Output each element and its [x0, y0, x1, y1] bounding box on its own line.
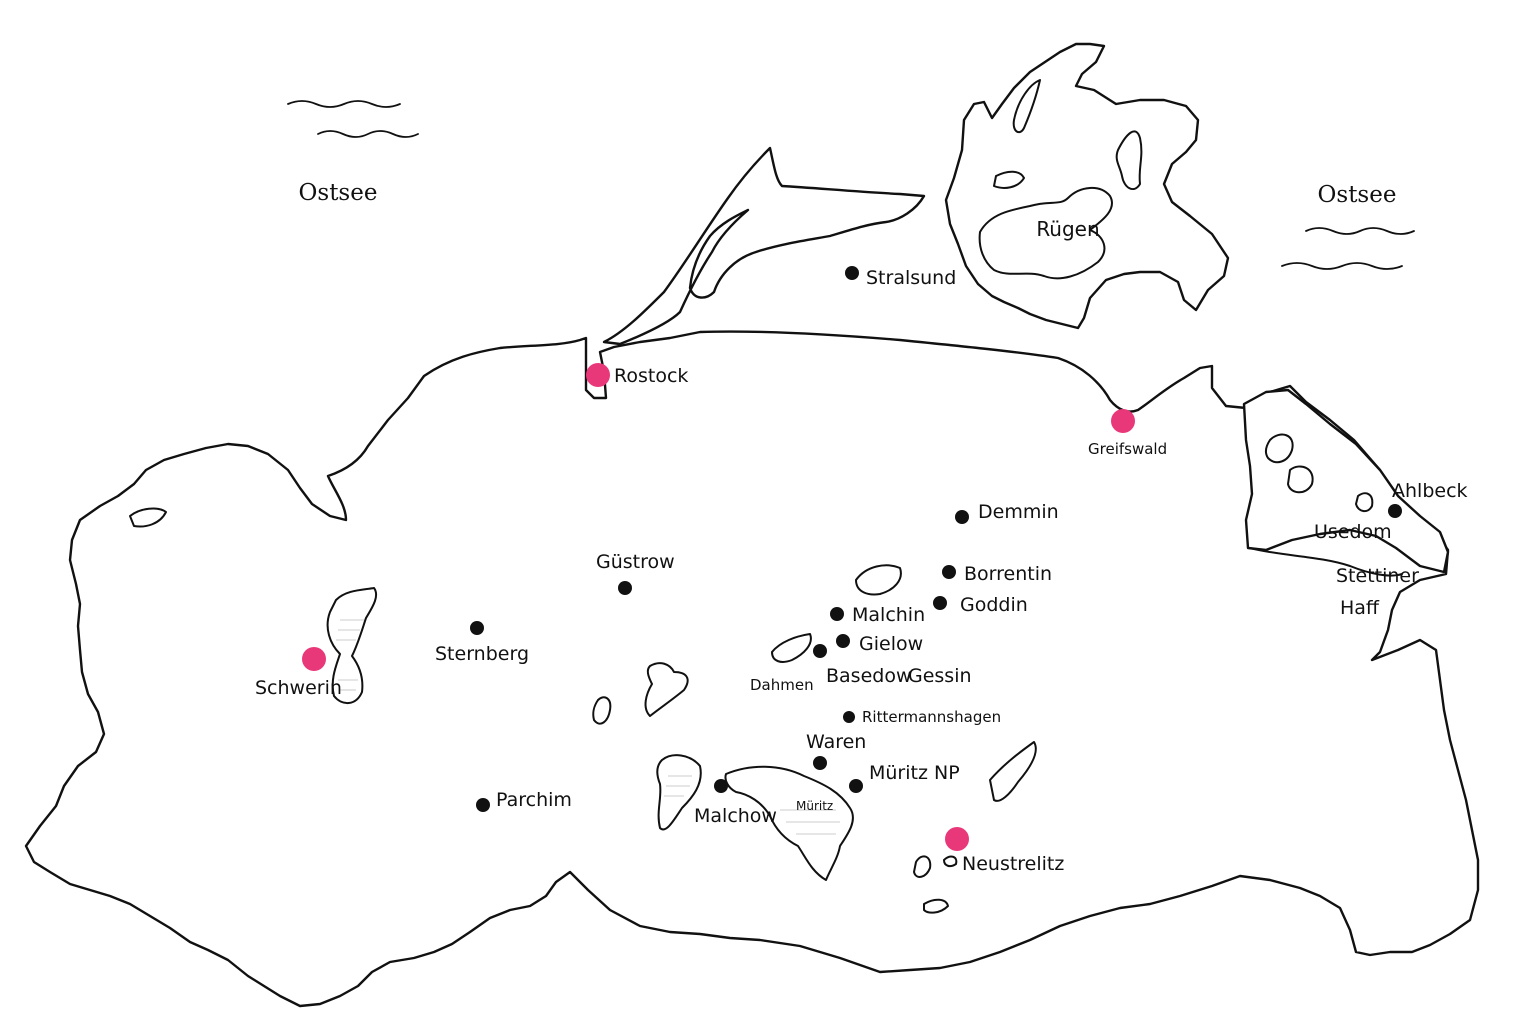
- town-basedow[interactable]: Basedow: [813, 644, 912, 687]
- town-goddin[interactable]: Goddin: [933, 594, 1028, 616]
- usedom-lake-outline: [1287, 465, 1314, 494]
- inner-lake: [989, 741, 1037, 802]
- sea-label-ostsee-east: Ostsee: [1318, 182, 1397, 208]
- town-label: Stralsund: [866, 267, 956, 289]
- town-demmin[interactable]: Demmin: [955, 501, 1059, 524]
- town-gessin[interactable]: Gessin: [908, 665, 972, 687]
- inner-lake: [943, 855, 958, 868]
- town-guestrow[interactable]: Güstrow: [596, 551, 675, 595]
- wave-mark: [1281, 262, 1403, 270]
- major-city-schwerin[interactable]: Schwerin: [255, 647, 342, 699]
- town-sternberg[interactable]: Sternberg: [435, 621, 529, 665]
- town-malchow[interactable]: Malchow: [694, 779, 777, 827]
- town-stralsund[interactable]: Stralsund: [845, 266, 956, 289]
- ruegen-island-outline: [944, 42, 1230, 330]
- town-marker: [618, 581, 632, 595]
- town-malchin[interactable]: Malchin: [830, 604, 925, 626]
- mueritz-lake: [724, 765, 854, 881]
- city-label: Greifswald: [1088, 440, 1167, 458]
- darss-peninsula-outline: [602, 146, 926, 346]
- town-parchim[interactable]: Parchim: [476, 789, 572, 812]
- region-label-ruegen: Rügen: [1036, 217, 1099, 241]
- town-waren[interactable]: Waren: [806, 731, 866, 770]
- wave-mark: [287, 100, 401, 108]
- town-marker: [476, 798, 490, 812]
- town-marker: [813, 644, 827, 658]
- town-marker: [1388, 504, 1402, 518]
- inner-lake: [923, 898, 949, 914]
- town-label: Sternberg: [435, 643, 529, 665]
- town-marker: [843, 711, 855, 723]
- inner-lake: [644, 662, 689, 717]
- ruegen-bay-outline: [993, 170, 1025, 189]
- town-label: Ahlbeck: [1392, 480, 1468, 502]
- wave-mark: [317, 130, 419, 138]
- town-marker: [714, 779, 728, 793]
- town-gielow[interactable]: Gielow: [836, 633, 923, 655]
- schwerin-lake: [326, 587, 378, 704]
- town-mueritz-np[interactable]: Müritz NP: [849, 762, 960, 793]
- usedom-lake-outline: [1355, 492, 1374, 512]
- inner-lake: [771, 633, 812, 663]
- town-rittermannshagen[interactable]: Rittermannshagen: [843, 708, 1001, 726]
- city-marker: [945, 827, 969, 851]
- sea-label-ostsee-west: Ostsee: [299, 180, 378, 206]
- region-label-stettiner: Stettiner: [1336, 565, 1419, 587]
- stettiner-haff-shoreline: [1249, 547, 1403, 577]
- town-marker: [836, 634, 850, 648]
- town-marker: [470, 621, 484, 635]
- town-label: Basedow: [826, 665, 912, 687]
- town-marker: [813, 756, 827, 770]
- town-marker: [845, 266, 859, 280]
- usedom-lake-outline: [1264, 433, 1294, 464]
- mainland-outline: [24, 330, 1480, 1008]
- inner-lake: [129, 507, 167, 528]
- major-city-neustrelitz[interactable]: Neustrelitz: [945, 827, 1064, 875]
- city-label: Rostock: [614, 365, 688, 387]
- wave-mark: [1305, 227, 1415, 235]
- town-marker: [933, 596, 947, 610]
- town-label: Goddin: [960, 594, 1028, 616]
- town-borrentin[interactable]: Borrentin: [942, 563, 1052, 585]
- city-label: Neustrelitz: [962, 853, 1064, 875]
- region-label-haff: Haff: [1340, 597, 1380, 619]
- major-city-greifswald[interactable]: Greifswald: [1088, 409, 1167, 458]
- city-label: Schwerin: [255, 677, 342, 699]
- town-marker: [849, 779, 863, 793]
- ruegen-bay-outline: [1012, 79, 1041, 134]
- inner-lake: [913, 855, 932, 878]
- inner-lake: [656, 754, 702, 831]
- inner-lake: [855, 564, 902, 596]
- town-label: Demmin: [978, 501, 1059, 523]
- town-label: Parchim: [496, 789, 572, 811]
- town-label: Müritz NP: [869, 762, 960, 784]
- city-marker: [1111, 409, 1135, 433]
- usedom-island-outline: [1242, 388, 1450, 574]
- city-marker: [586, 363, 610, 387]
- lake-hatching: [336, 619, 840, 835]
- lake-label-mueritz: Müritz: [796, 799, 833, 813]
- town-marker: [955, 510, 969, 524]
- inner-lake: [592, 696, 612, 725]
- town-dahmen[interactable]: Dahmen: [750, 676, 814, 694]
- town-marker: [830, 607, 844, 621]
- major-city-rostock[interactable]: Rostock: [586, 363, 688, 387]
- town-label: Dahmen: [750, 676, 814, 694]
- town-label: Gessin: [908, 665, 972, 687]
- town-label: Rittermannshagen: [862, 708, 1001, 726]
- town-label: Güstrow: [596, 551, 675, 573]
- town-label: Waren: [806, 731, 866, 753]
- town-label: Malchow: [694, 805, 777, 827]
- town-marker: [942, 565, 956, 579]
- town-ahlbeck[interactable]: Ahlbeck: [1388, 480, 1468, 518]
- ruegen-bay-outline: [1115, 130, 1143, 191]
- ruegen-bay-outline: [978, 187, 1113, 280]
- town-label: Borrentin: [964, 563, 1052, 585]
- city-marker: [302, 647, 326, 671]
- region-label-usedom: Usedom: [1314, 521, 1392, 543]
- town-label: Malchin: [852, 604, 925, 626]
- town-label: Gielow: [859, 633, 923, 655]
- sea-waves: [287, 100, 1415, 270]
